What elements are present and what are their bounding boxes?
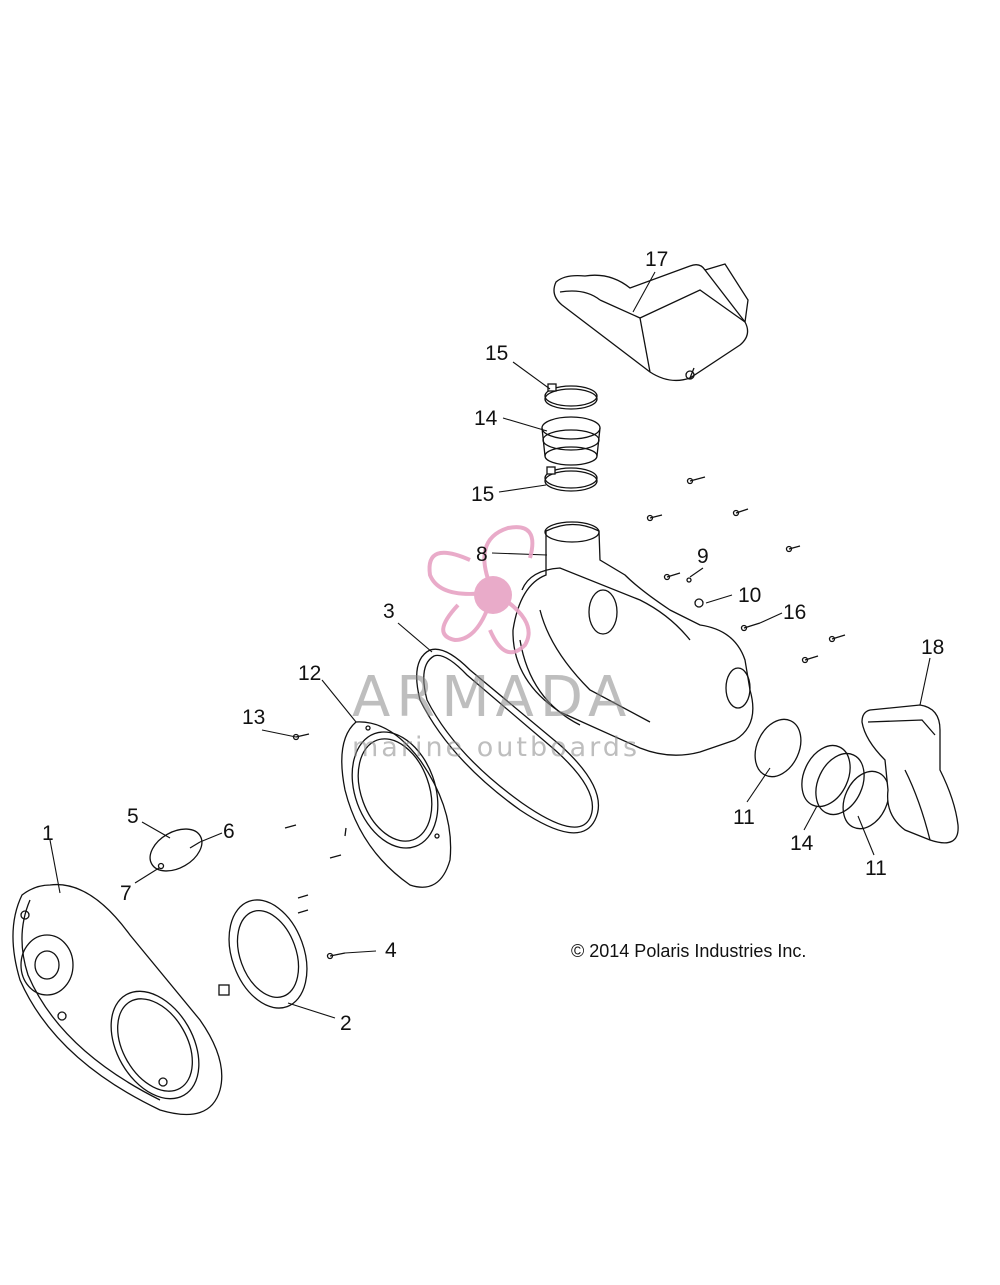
callout-2: 2 [340,1012,352,1035]
callout-13: 13 [242,706,265,729]
callout-labels: 17 15 14 15 8 9 10 16 3 12 13 18 1 5 6 7… [42,248,944,1035]
callout-14-right: 14 [790,832,814,855]
air-duct-upper [553,263,749,382]
callout-14-upper: 14 [474,407,498,430]
watermark-brand: ARMADA [352,665,632,730]
bolts [284,476,846,960]
coupler-upper [541,416,601,466]
copyright-notice: © 2014 Polaris Industries Inc. [571,941,806,961]
outer-clutch-cover [12,883,223,1116]
callout-11-left: 11 [733,806,755,829]
callout-18: 18 [921,636,944,659]
leader-lines [49,271,931,1019]
watermark-tagline: marine outboards [352,732,640,763]
inner-clutch-cover [512,521,754,756]
air-duct-right [861,704,959,844]
propeller-logo [427,525,535,655]
callout-17: 17 [645,248,668,271]
callout-4: 4 [385,939,397,962]
callout-5: 5 [127,805,139,828]
callout-10: 10 [738,584,761,607]
clamp-lower [544,466,598,492]
callout-7: 7 [120,882,132,905]
callout-11-right: 11 [865,857,887,880]
clamp-upper [544,383,598,410]
inspection-cover [149,828,203,872]
callout-9: 9 [697,545,709,568]
drive-belt [416,648,600,834]
callout-1: 1 [42,822,54,845]
gasket-plate [341,721,452,888]
callout-16: 16 [783,601,806,624]
callout-3: 3 [383,600,395,623]
clutch-plate [218,899,308,1009]
callout-15-upper: 15 [485,342,508,365]
callout-6: 6 [223,820,235,843]
callout-12: 12 [298,662,321,685]
callout-8: 8 [476,543,488,566]
armada-watermark: ARMADA marine outboards [352,525,640,763]
callout-15-lower: 15 [471,483,494,506]
